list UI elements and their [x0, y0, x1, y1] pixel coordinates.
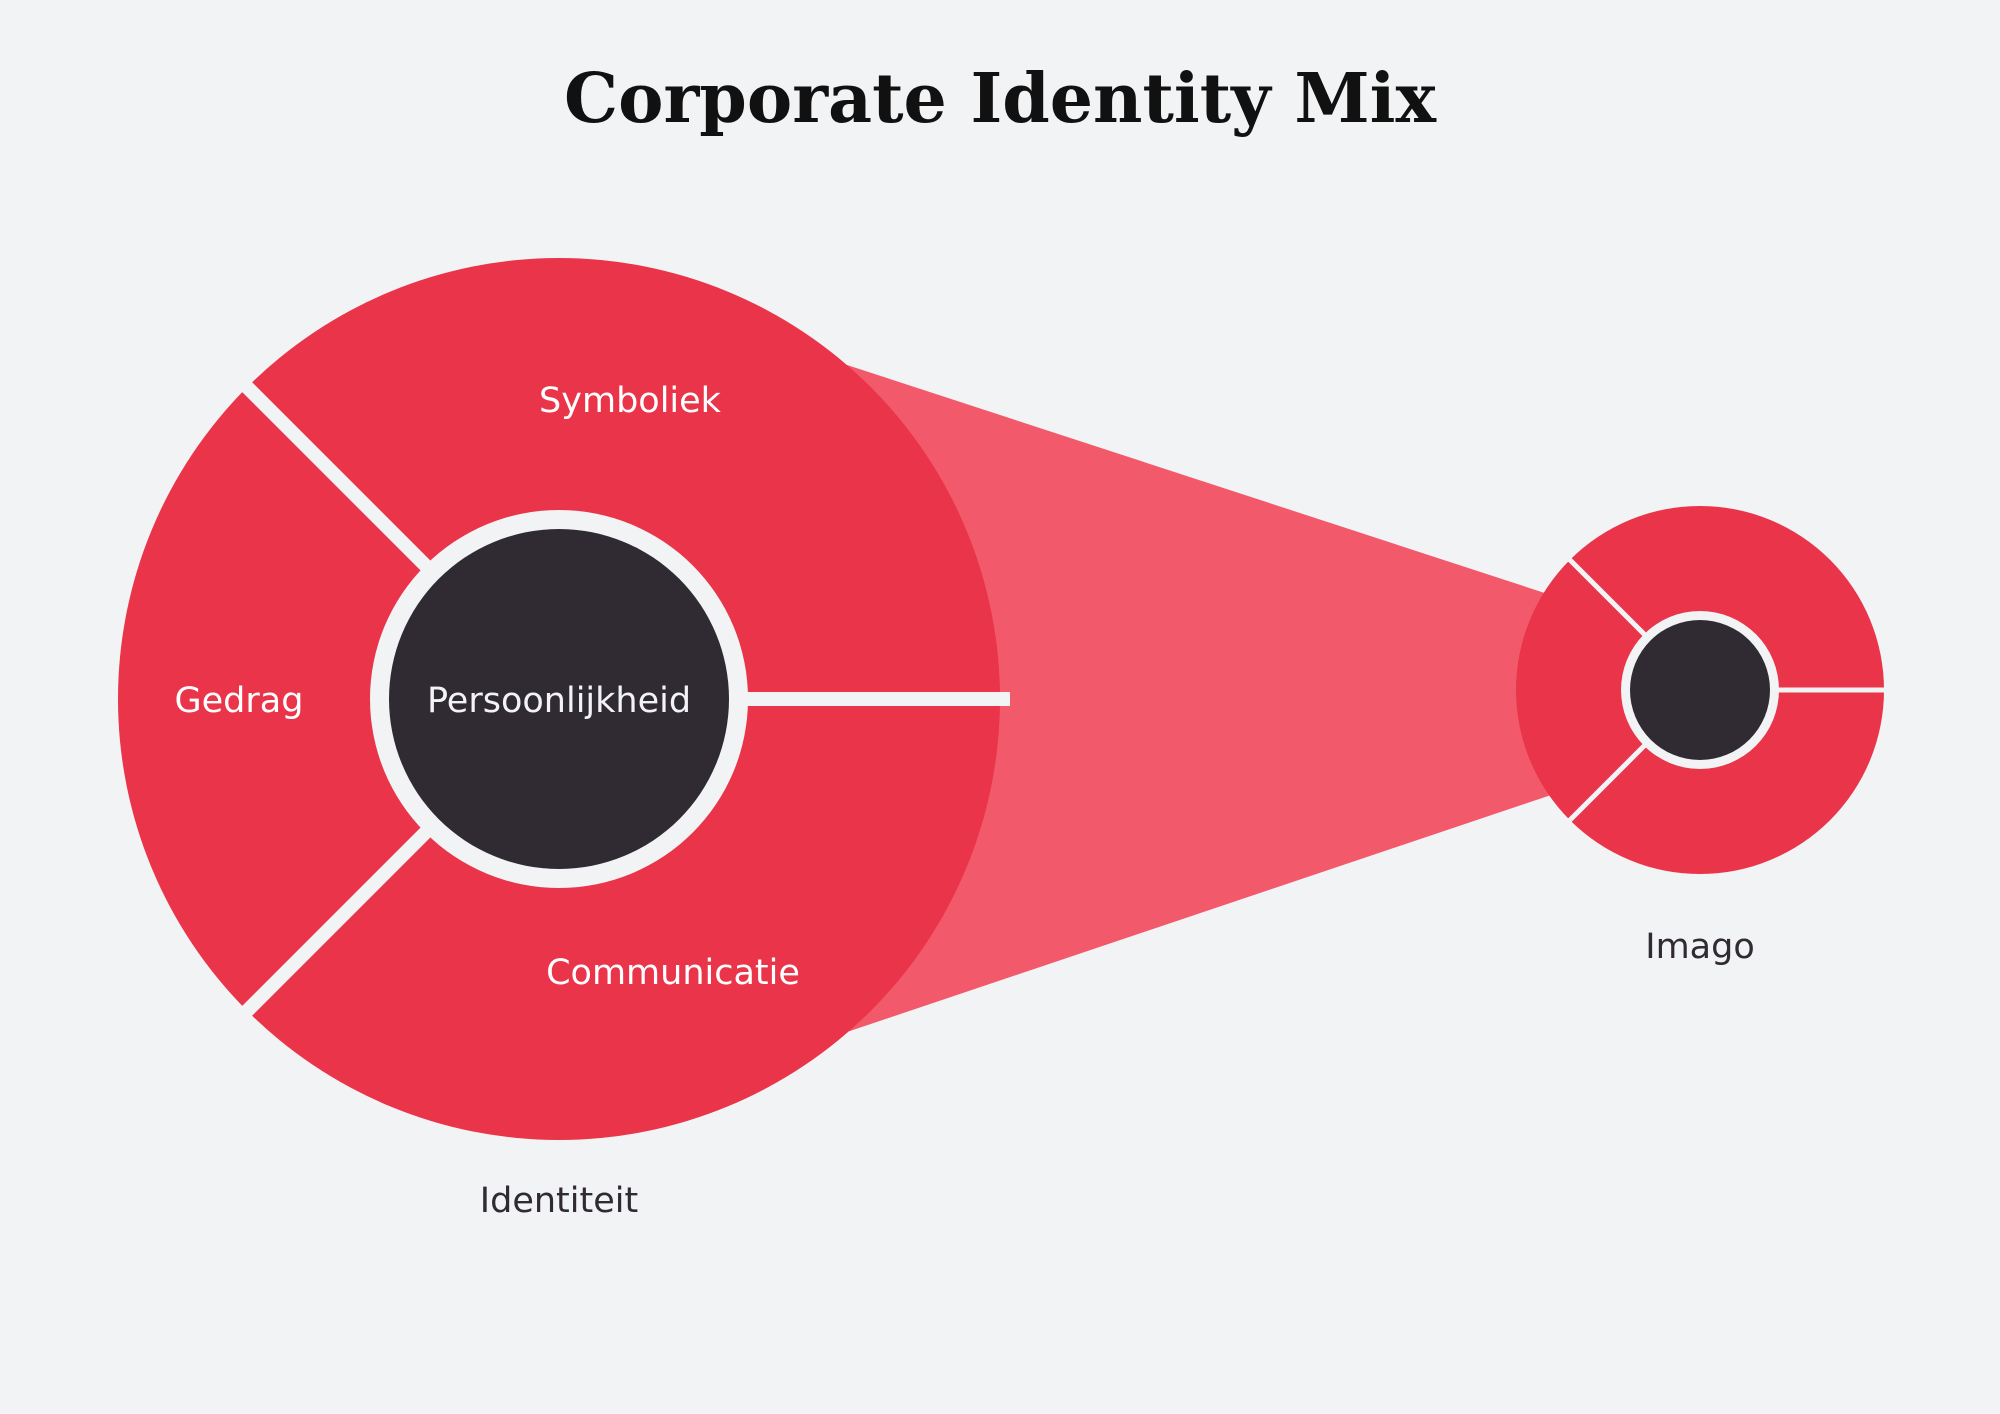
segment-label-communicatie: Communicatie: [546, 953, 800, 993]
segment-label-gedrag: Gedrag: [175, 681, 304, 721]
image-caption: Imago: [1645, 927, 1755, 967]
diagram-title: Corporate Identity Mix: [564, 59, 1436, 139]
image-wheel: [1516, 506, 1890, 874]
projection-cone: [844, 364, 1560, 1033]
identity-core: [389, 529, 729, 869]
image-core: [1630, 620, 1770, 760]
identity-wheel: Symboliek Gedrag Communicatie Persoonlij…: [118, 258, 1010, 1140]
segment-label-symboliek: Symboliek: [539, 381, 722, 421]
core-label-persoonlijkheid: Persoonlijkheid: [427, 681, 691, 721]
identity-caption: Identiteit: [480, 1181, 638, 1221]
